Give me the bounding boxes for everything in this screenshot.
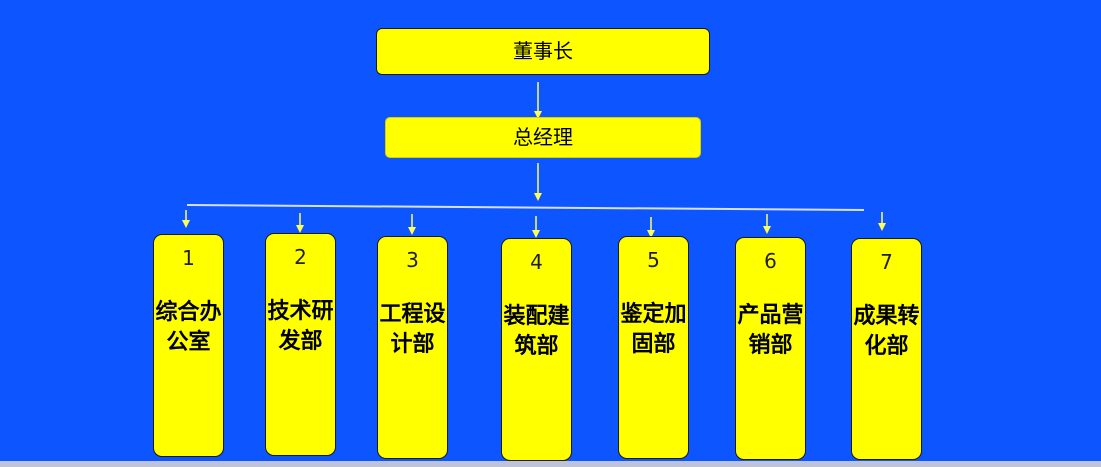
department-box-7: 7 成果转化部 — [851, 238, 922, 460]
department-number: 3 — [406, 248, 419, 272]
department-number: 5 — [647, 248, 660, 272]
department-number: 7 — [880, 250, 893, 274]
department-box-5: 5 鉴定加固部 — [618, 236, 689, 459]
general-manager-box: 总经理 — [385, 117, 701, 158]
department-name: 产品营销部 — [737, 302, 804, 358]
department-number: 1 — [182, 246, 195, 270]
chairman-label: 董事长 — [513, 39, 573, 63]
department-number: 4 — [530, 250, 543, 274]
department-box-1: 1 综合办公室 — [153, 234, 224, 457]
department-name: 综合办公室 — [155, 299, 222, 355]
department-box-4: 4 装配建筑部 — [501, 238, 572, 461]
department-box-2: 2 技术研发部 — [265, 233, 336, 456]
department-arrows — [182, 210, 886, 238]
department-name: 成果转化部 — [853, 303, 920, 359]
general-manager-label: 总经理 — [513, 125, 573, 149]
department-name: 工程设计部 — [379, 301, 446, 357]
chairman-box: 董事长 — [376, 28, 710, 75]
department-number: 6 — [764, 249, 777, 273]
department-bus-line — [186, 204, 865, 211]
department-number: 2 — [294, 245, 307, 269]
department-name: 技术研发部 — [267, 298, 334, 354]
bottom-edge-strip — [0, 461, 1101, 467]
department-name: 装配建筑部 — [503, 303, 570, 359]
department-box-3: 3 工程设计部 — [377, 236, 448, 459]
department-box-6: 6 产品营销部 — [735, 237, 806, 460]
department-name: 鉴定加固部 — [620, 301, 687, 357]
